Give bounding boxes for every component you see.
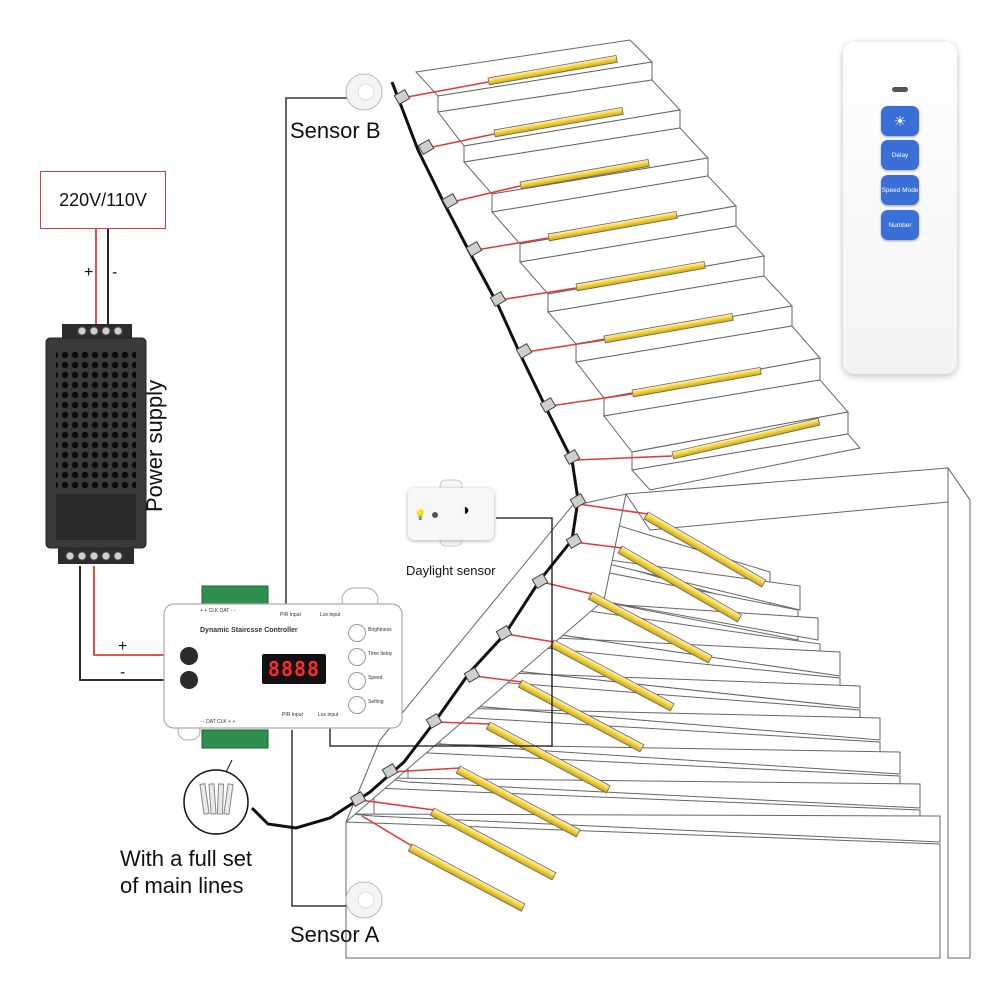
sensor-b-device <box>345 73 383 111</box>
time-delay-button[interactable] <box>348 648 366 666</box>
main-lines-label-2: of main lines <box>120 873 244 898</box>
speed-label: Speed <box>368 675 383 681</box>
output-plus-label: + <box>118 638 128 655</box>
voltage-box: 220V/110V <box>40 171 166 229</box>
lower-red-feeders <box>359 503 649 847</box>
power-wires <box>79 228 170 681</box>
lower-led-strips <box>407 511 767 912</box>
upper-led-strips <box>487 54 821 460</box>
lux-input-bottom-label: Lux input <box>318 712 339 718</box>
sensor-a-device <box>345 881 383 919</box>
output-minus-label: - <box>120 664 126 681</box>
voltage-label: 220V/110V <box>59 189 147 210</box>
dc-plus-label: + <box>84 264 94 281</box>
bottom-terminal-label: - - DAT CLK + + <box>200 719 236 725</box>
time-delay-label: Time delay <box>368 651 393 657</box>
controller-display: 8888 <box>262 654 326 684</box>
remote-control: ☀ Delay Speed Mode Number <box>843 42 957 374</box>
sensor-eye-icon <box>432 512 438 518</box>
top-terminal-label: + + CLK DAT - - <box>200 608 236 614</box>
main-lines-bundle <box>183 759 249 835</box>
lux-input-top-label: Lux input <box>320 612 341 618</box>
setting-button[interactable] <box>348 696 366 714</box>
lamp-icon: 💡 <box>414 510 427 521</box>
sensor-b-label: Sensor B <box>290 118 381 143</box>
remote-indicator-led <box>892 87 908 92</box>
sensor-wires <box>285 97 553 907</box>
daylight-sensor: 💡 ◑ <box>408 488 494 540</box>
brightness-button[interactable] <box>348 624 366 642</box>
main-trunk-wire <box>250 81 580 830</box>
upper-stair-flight <box>414 39 861 491</box>
power-supply <box>45 324 147 564</box>
remote-speed-mode-button[interactable]: Speed Mode <box>881 175 919 205</box>
daylight-sensor-label: Daylight sensor <box>406 563 496 578</box>
dial-icon: ◑ <box>460 502 470 519</box>
brightness-label: Brightness <box>368 627 392 633</box>
trunk-connectors <box>349 88 587 808</box>
upper-red-feeders <box>401 81 673 461</box>
pir-input-bottom-label: PIR Input <box>282 712 303 718</box>
pir-input-top-label: PIR Input <box>280 612 301 618</box>
controller-title: Dynamic Staircsse Controller <box>200 627 298 634</box>
dc-minus-label: - <box>112 264 118 281</box>
remote-delay-button[interactable]: Delay <box>881 140 919 170</box>
power-supply-label: Power supply <box>142 379 167 512</box>
remote-brightness-button[interactable]: ☀ <box>881 106 919 136</box>
setting-label: Setting <box>368 699 384 705</box>
speed-button[interactable] <box>348 672 366 690</box>
remote-number-button[interactable]: Number <box>881 210 919 240</box>
sensor-a-label: Sensor A <box>290 922 380 947</box>
main-lines-label-1: With a full set <box>120 846 253 871</box>
